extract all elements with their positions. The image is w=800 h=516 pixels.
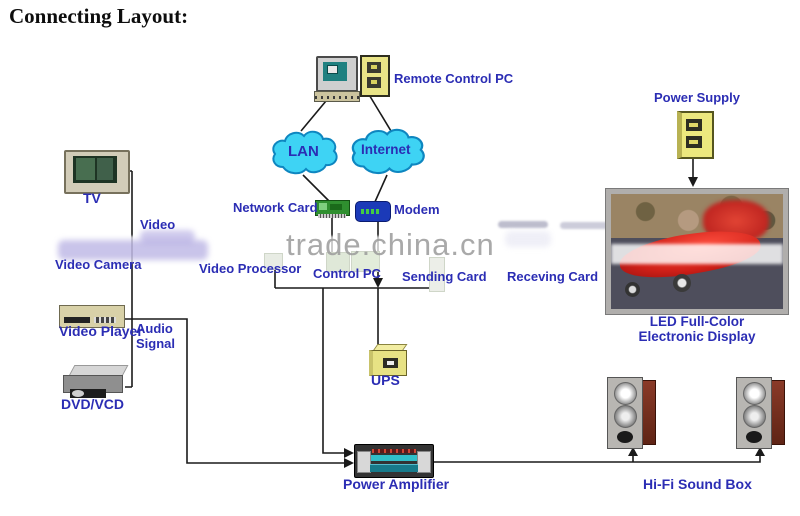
label-audio-signal: Audio Signal	[136, 321, 176, 351]
label-receving-card: Receving Card	[507, 269, 599, 284]
dvd-vcd-icon	[63, 365, 129, 398]
label-hifi-sound-box: Hi-Fi Sound Box	[643, 476, 752, 492]
washed-sending-card-icon	[429, 257, 445, 292]
power-amplifier-icon	[354, 444, 434, 478]
washed-video-camera-smear	[58, 240, 208, 260]
arrowheads	[344, 177, 765, 468]
label-network-card: Network Card	[233, 200, 318, 215]
line-pc-to-internet	[367, 92, 392, 132]
label-control-pc: Control PC	[313, 266, 381, 281]
label-sending-card: Sending Card	[402, 269, 487, 284]
label-dvd-vcd: DVD/VCD	[61, 396, 125, 412]
washed-control-pc-icon	[326, 252, 350, 272]
ups-icon	[367, 344, 408, 376]
line-controlpc-to-amp	[322, 288, 344, 454]
line-amp-to-speakers	[430, 456, 761, 463]
washed-smear	[140, 230, 195, 243]
label-lan: LAN	[288, 143, 319, 160]
watermark-text: trade.china.cn	[286, 227, 495, 262]
label-video-signal: Video	[140, 217, 176, 232]
pc-base	[314, 91, 360, 102]
washed-smear	[498, 221, 548, 228]
washed-video-processor-icon	[264, 253, 283, 270]
internet-cloud	[351, 128, 425, 175]
washed-smear	[505, 231, 551, 247]
network-card-icon	[315, 200, 350, 218]
watermark-wash-on-display	[611, 244, 783, 264]
power-supply-icon	[677, 111, 714, 159]
label-power-supply: Power Supply	[654, 90, 740, 105]
label-modem: Modem	[394, 202, 440, 217]
page-title: Connecting Layout:	[9, 4, 189, 28]
label-internet: Internet	[361, 142, 411, 157]
speaker-right-icon	[736, 377, 785, 449]
video-player-icon	[59, 305, 125, 328]
line-audio-signal	[123, 318, 344, 464]
washed-control-pc-icon2	[351, 251, 380, 272]
remote-control-pc-icon	[312, 53, 390, 102]
label-remote-control-pc: Remote Control PC	[394, 71, 514, 86]
label-power-amplifier: Power Amplifier	[343, 476, 450, 492]
washed-smear	[560, 222, 635, 229]
label-video-player: Video Player	[59, 323, 143, 339]
label-video-processor: Video Processor	[199, 261, 302, 276]
lan-cloud	[272, 130, 338, 175]
label-tv: TV	[83, 190, 101, 206]
speaker-left-icon	[607, 377, 656, 449]
line-lan-to-networkcard	[302, 174, 332, 204]
monitor	[316, 56, 358, 92]
led-display-image	[605, 188, 789, 315]
modem-icon	[355, 201, 391, 222]
label-ups: UPS	[371, 372, 400, 388]
line-internet-to-modem	[373, 174, 388, 205]
tv-icon	[64, 150, 130, 194]
line-video-column	[125, 170, 133, 388]
label-video-camera: Video Camera	[55, 257, 142, 272]
pc-tower	[360, 55, 390, 97]
label-led-display: LED Full-Color Electronic Display	[638, 314, 756, 345]
tv-screen	[73, 156, 117, 183]
